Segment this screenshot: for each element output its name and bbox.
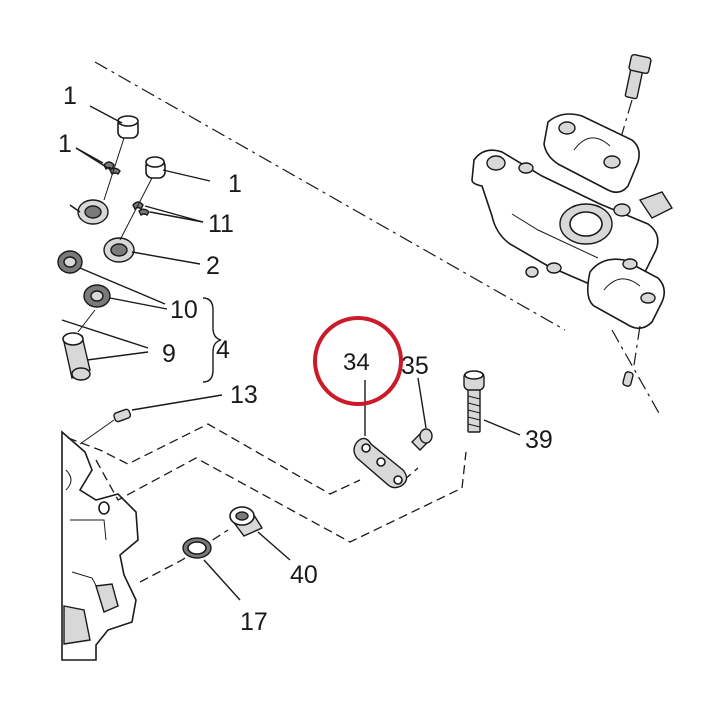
leader-13 (131, 394, 223, 411)
label-2: 2 (206, 252, 220, 280)
label-17: 17 (240, 608, 268, 636)
screw-35 (411, 428, 433, 451)
label-35: 35 (401, 352, 429, 380)
cap-1-top (117, 115, 139, 139)
dashed-path-a (67, 423, 361, 495)
label-1-right: 1 (228, 170, 242, 198)
leader-40 (257, 531, 291, 561)
frame-bracket (61, 430, 139, 661)
label-4: 4 (216, 336, 230, 364)
label-10: 10 (170, 296, 198, 324)
bushing-40 (229, 506, 264, 537)
label-34: 34 (343, 349, 370, 376)
cap-1-right (145, 156, 166, 179)
clip-pair-11 (132, 201, 150, 217)
dashed-path-b (95, 451, 467, 543)
spring-retainer-top (77, 199, 109, 225)
axis-line-1 (103, 137, 125, 201)
leader-35 (417, 377, 427, 429)
bolt-39 (463, 370, 485, 433)
label-13: 13 (230, 381, 258, 409)
axis-line-13 (79, 419, 115, 445)
leader-17 (203, 559, 241, 601)
o-ring-17 (182, 537, 212, 559)
spring-left (57, 250, 83, 274)
label-9: 9 (162, 340, 176, 368)
label-39: 39 (525, 426, 553, 454)
axis-line-3 (77, 309, 96, 333)
spring-retainer-2 (103, 237, 135, 263)
brace-group-4 (202, 297, 222, 383)
highlight-circle (313, 316, 403, 406)
clip-pair-top (103, 161, 121, 176)
dashdot-reference-line (94, 61, 566, 331)
valve-guide-9 (62, 332, 91, 381)
leader-39 (483, 419, 521, 436)
axis-line-2 (119, 177, 153, 241)
left-leader-lines (61, 105, 211, 361)
dashed-path-d (139, 529, 229, 583)
dashdot-reference-line-2 (611, 329, 661, 416)
pin-13 (113, 408, 132, 423)
bracket-34 (353, 437, 408, 489)
spring-10 (83, 284, 111, 308)
label-1-top: 1 (63, 82, 77, 110)
left-valve-parts (57, 115, 166, 381)
label-40: 40 (290, 561, 318, 589)
label-11: 11 (208, 210, 234, 238)
camshaft-carrier-assembly (471, 53, 674, 387)
label-1-mid: 1 (58, 130, 72, 158)
highlight-label-bg (335, 344, 381, 374)
